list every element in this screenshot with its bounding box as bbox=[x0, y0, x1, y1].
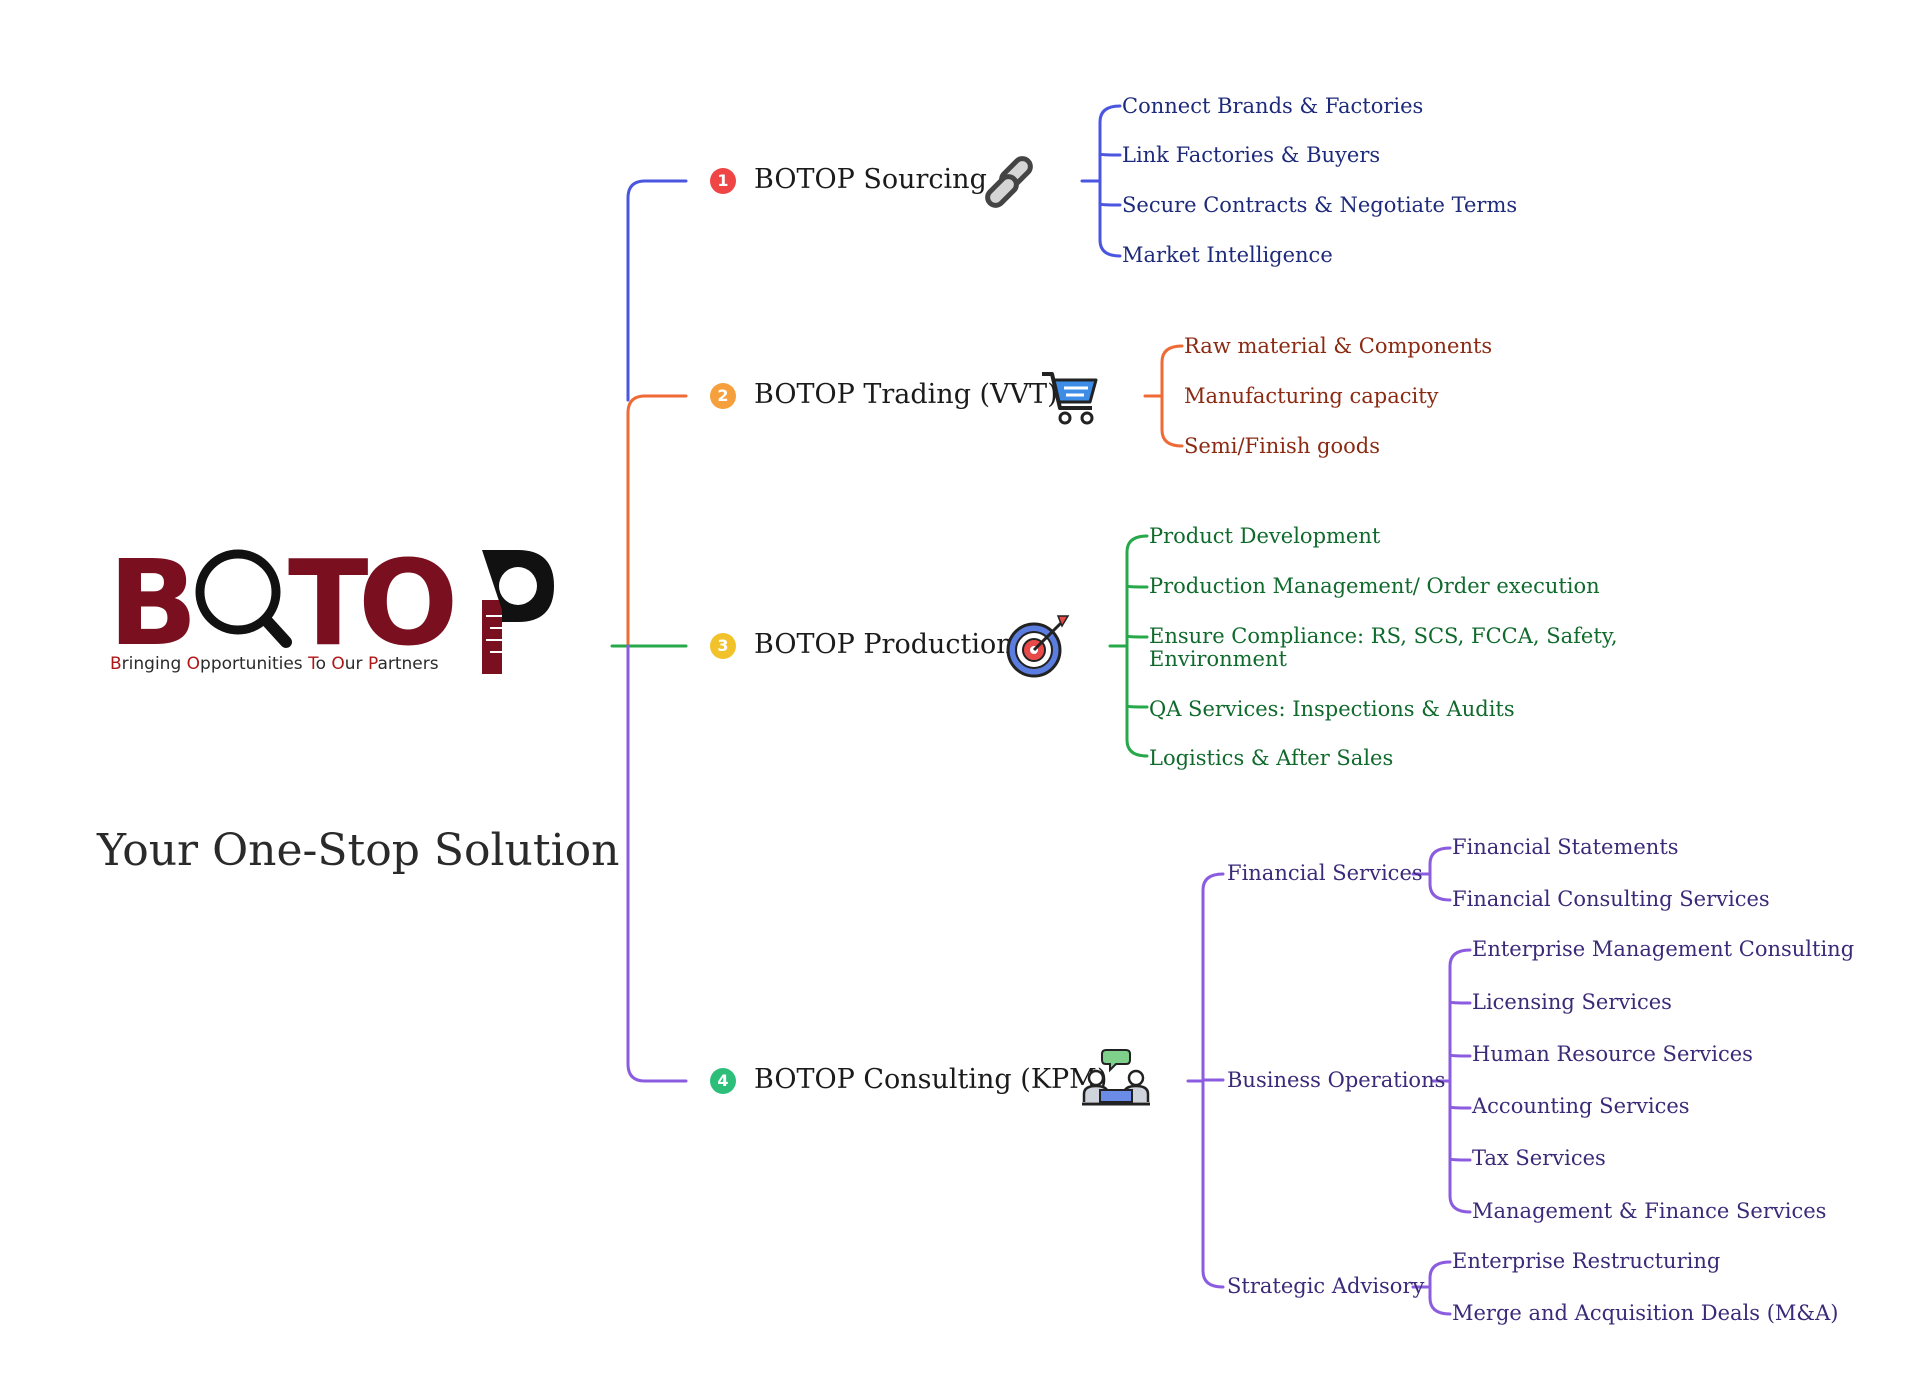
chain-link-icon bbox=[985, 156, 1033, 208]
business-item: Human Resource Services bbox=[1472, 1042, 1753, 1066]
production-item: Logistics & After Sales bbox=[1149, 746, 1394, 770]
trading-item: Manufacturing capacity bbox=[1184, 384, 1439, 408]
botop-logo: B T O Bringing Opportunities To Our Part… bbox=[108, 534, 568, 680]
business-item: Licensing Services bbox=[1472, 990, 1672, 1014]
shopping-cart-icon bbox=[1042, 372, 1098, 425]
connector-consulting bbox=[626, 644, 688, 1083]
logo-tagline-part: B bbox=[110, 654, 122, 674]
logo-letter-t: T bbox=[288, 540, 369, 672]
badge-2: 2 bbox=[710, 383, 736, 409]
branch-label-trading: BOTOP Trading (VVT) bbox=[754, 379, 1058, 410]
logo-tagline: Bringing Opportunities To Our Partners bbox=[110, 654, 439, 674]
logo-tagline-part: artners bbox=[377, 654, 439, 674]
meeting-icon bbox=[1082, 1049, 1150, 1106]
production-item: QA Services: Inspections & Audits bbox=[1149, 697, 1515, 721]
group-label-strategic-advisory: Strategic Advisory bbox=[1227, 1274, 1425, 1298]
production-item: Ensure Compliance: RS, SCS, FCCA, Safety… bbox=[1149, 624, 1618, 648]
logo-tagline-part: P bbox=[367, 654, 378, 674]
sourcing-item: Secure Contracts & Negotiate Terms bbox=[1122, 193, 1518, 217]
magnifier-icon bbox=[195, 549, 292, 648]
connector-sourcing bbox=[626, 179, 688, 402]
trading-item: Raw material & Components bbox=[1184, 334, 1493, 358]
bracket-consulting bbox=[1186, 846, 1472, 1316]
sourcing-item: Link Factories & Buyers bbox=[1122, 143, 1381, 167]
bracket-sourcing bbox=[1080, 104, 1122, 258]
group-label-financial-services: Financial Services bbox=[1227, 861, 1423, 885]
trading-item: Semi/Finish goods bbox=[1184, 434, 1380, 458]
production-item: Environment bbox=[1149, 647, 1287, 671]
slogan: Your One-Stop Solution bbox=[97, 825, 620, 876]
logo-tagline-part: T bbox=[308, 654, 316, 674]
botop-wordmark: B T O bbox=[108, 534, 554, 674]
connector-trading bbox=[626, 394, 688, 647]
logo-tagline-part: o bbox=[315, 654, 332, 674]
bracket-trading bbox=[1143, 344, 1184, 448]
business-item: Enterprise Management Consulting bbox=[1472, 937, 1855, 961]
logo-tagline-part: pportunities bbox=[200, 654, 309, 674]
sourcing-item: Connect Brands & Factories bbox=[1122, 94, 1424, 118]
business-item: Accounting Services bbox=[1472, 1094, 1690, 1118]
financial-item: Financial Consulting Services bbox=[1452, 887, 1770, 911]
production-item: Production Management/ Order execution bbox=[1149, 574, 1600, 598]
logo-p-ruler-icon bbox=[482, 550, 554, 674]
logo-tagline-part: ringing bbox=[121, 654, 187, 674]
group-label-business-operations: Business Operations bbox=[1227, 1068, 1446, 1092]
branch-label-consulting: BOTOP Consulting (KPM) bbox=[754, 1064, 1108, 1095]
badge-1: 1 bbox=[710, 168, 736, 194]
logo-letter-o: O bbox=[358, 540, 458, 672]
badge-4: 4 bbox=[710, 1068, 736, 1094]
strategic-item: Merge and Acquisition Deals (M&A) bbox=[1452, 1301, 1839, 1325]
branch-label-sourcing: BOTOP Sourcing bbox=[754, 164, 987, 195]
badge-3: 3 bbox=[710, 633, 736, 659]
sourcing-item: Market Intelligence bbox=[1122, 243, 1333, 267]
logo-letter-b: B bbox=[108, 540, 198, 672]
business-item: Management & Finance Services bbox=[1472, 1199, 1827, 1223]
bracket-production bbox=[1108, 534, 1149, 758]
target-icon bbox=[1006, 615, 1070, 678]
branch-label-production: BOTOP Production bbox=[754, 629, 1014, 660]
logo-tagline-part: O bbox=[186, 654, 201, 674]
business-item: Tax Services bbox=[1472, 1146, 1606, 1170]
financial-item: Financial Statements bbox=[1452, 835, 1679, 859]
logo-tagline-part: ur bbox=[344, 654, 368, 674]
logo-tagline-part: O bbox=[331, 654, 345, 674]
production-item: Product Development bbox=[1149, 524, 1381, 548]
strategic-item: Enterprise Restructuring bbox=[1452, 1249, 1721, 1273]
